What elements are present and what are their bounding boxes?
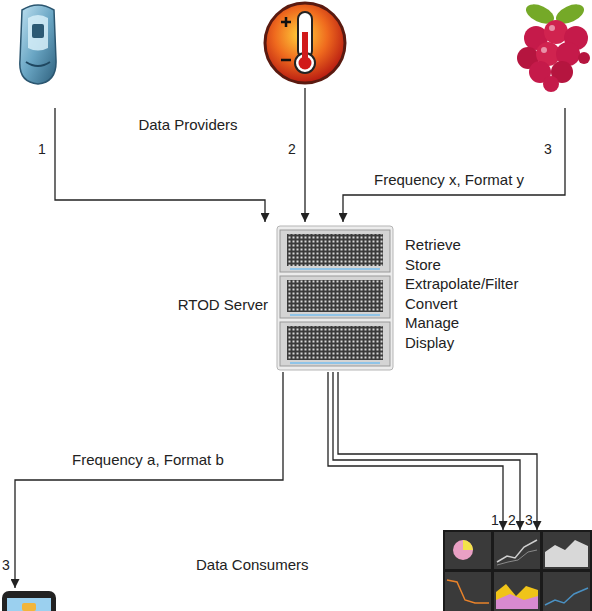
server-rack-icon-part <box>280 230 390 272</box>
server-rack-icon <box>277 226 393 370</box>
dashboard-icon-part <box>545 540 588 567</box>
smartphone-icon-part <box>2 591 56 611</box>
callout-number: 2 <box>508 512 516 528</box>
thermometer-icon-part <box>299 57 312 70</box>
dashboard-icon-part <box>463 540 473 550</box>
dashboard-icon-part <box>447 580 489 603</box>
dashboard-node <box>443 530 592 611</box>
dashboard-icon-part <box>445 572 491 611</box>
dashboard-icon-part <box>443 530 592 611</box>
server-rack-icon-part <box>290 362 380 364</box>
callout-number: 2 <box>288 141 296 157</box>
dashboard-icon-part <box>494 532 540 569</box>
raspberry-pi-node <box>515 0 590 108</box>
smartphone-icon-part <box>22 603 36 611</box>
data-flow-arrow <box>338 372 537 530</box>
dashboard-icon-part <box>496 594 538 609</box>
data-flow-arrow <box>304 88 305 222</box>
server-rack-icon-part <box>280 322 390 366</box>
dashboard-icon-part <box>543 572 590 611</box>
server-title: RTOD Server <box>178 296 268 314</box>
raspberry-pi-icon-part <box>541 47 547 53</box>
callout-number: 3 <box>525 512 533 528</box>
thermometer-icon-part <box>285 17 288 27</box>
dashboard-icon-part <box>545 588 588 605</box>
group-heading: Data Providers <box>138 116 237 134</box>
server-rack-icon-part <box>287 326 383 360</box>
sensor-node <box>10 0 65 108</box>
dashboard-icon-part <box>543 532 590 569</box>
callout-number: 1 <box>491 512 499 528</box>
server-node: RTOD ServerRetrieveStoreExtrapolate/Filt… <box>275 222 395 372</box>
frequency-format-note: Frequency x, Format y <box>374 171 524 189</box>
raspberry-pi-icon <box>517 0 590 92</box>
sensor-device-icon-part <box>26 62 50 66</box>
server-rack-icon-part <box>290 314 380 316</box>
data-flow-arrow <box>333 372 520 530</box>
smartphone-icon <box>2 591 56 611</box>
data-flow-arrow <box>15 372 283 588</box>
data-flow-arrow <box>328 372 503 530</box>
thermometer-icon-part <box>265 3 345 83</box>
server-rack-icon-part <box>290 268 380 270</box>
phone-node <box>0 588 60 611</box>
data-flow-arrow <box>343 108 565 222</box>
callout-number: 3 <box>544 141 552 157</box>
server-rack-icon-part <box>280 276 390 318</box>
dashboard-icon-part <box>453 540 473 560</box>
callout-number: 3 <box>2 557 10 573</box>
smartphone-icon-part <box>7 598 51 611</box>
dashboard-icon-part <box>497 550 537 565</box>
group-heading: Data Consumers <box>196 556 309 574</box>
raspberry-pi-icon-part <box>549 25 555 31</box>
thermometer-node <box>265 0 345 88</box>
dashboard-icon-part <box>496 584 538 609</box>
server-function: Manage <box>405 314 459 332</box>
server-function: Store <box>405 256 441 274</box>
server-function: Display <box>405 334 454 352</box>
dashboard-icon <box>443 530 592 611</box>
sensor-device-icon-part <box>20 5 56 84</box>
dashboard-icon-part <box>494 572 540 611</box>
callout-number: 1 <box>38 141 46 157</box>
dashboard-icon-part <box>445 532 491 569</box>
data-flow-arrow <box>55 108 265 222</box>
server-rack-icon-part <box>287 234 383 266</box>
sensor-device-icon-part <box>28 15 48 51</box>
sensor-device-icon <box>20 5 56 84</box>
server-function: Extrapolate/Filter <box>405 275 518 293</box>
thermometer-icon-part <box>281 59 291 62</box>
sensor-device-icon-part <box>32 24 44 38</box>
server-function: Convert <box>405 295 458 313</box>
raspberry-pi-icon-part <box>578 52 590 64</box>
server-rack-icon-part <box>277 226 393 370</box>
frequency-format-note: Frequency a, Format b <box>72 451 224 469</box>
thermometer-icon <box>265 3 345 83</box>
raspberry-pi-icon-part <box>543 76 559 92</box>
server-rack-icon-part <box>287 280 383 312</box>
server-function: Retrieve <box>405 236 461 254</box>
